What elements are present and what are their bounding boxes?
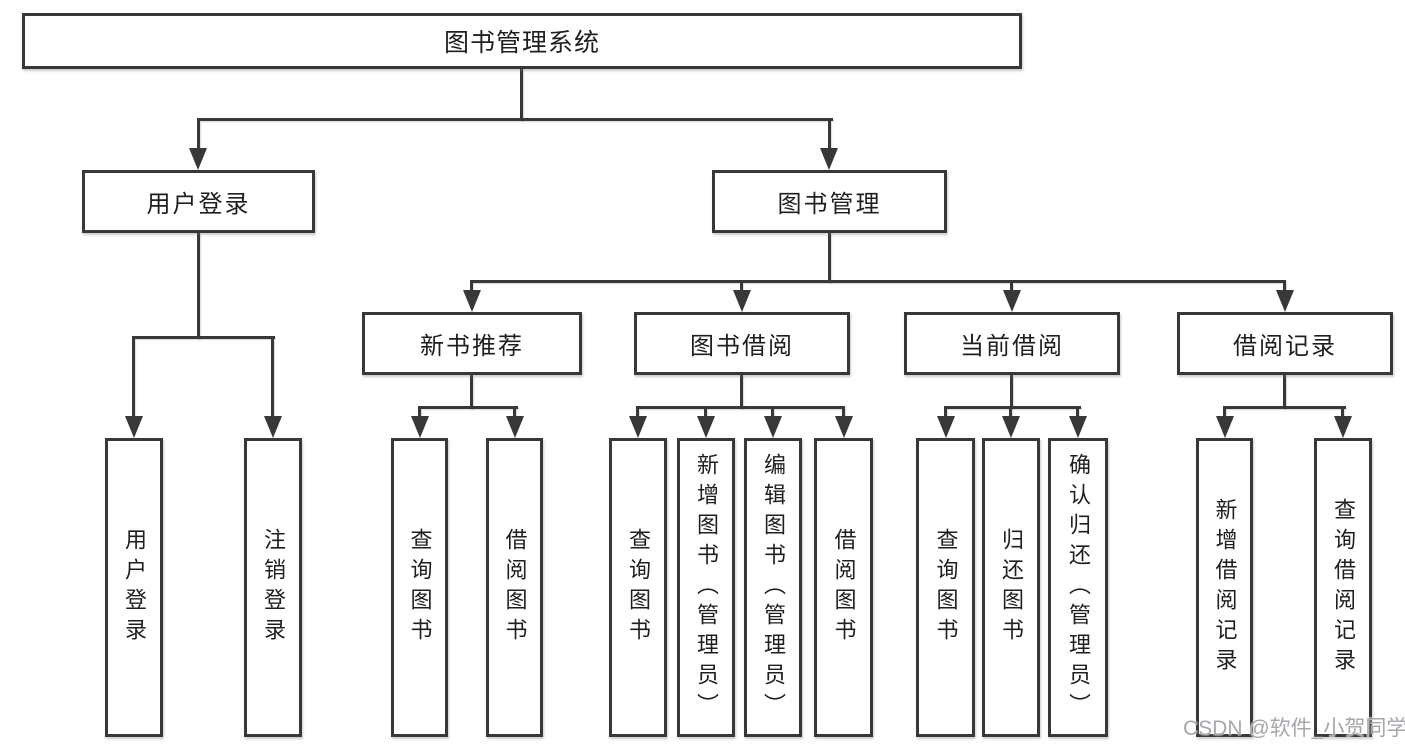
node-label: 图书管理 [777, 191, 882, 218]
node-label: 编辑图书（管理员） [761, 452, 786, 723]
arrow-down-icon [125, 416, 143, 438]
connector-root-stem [520, 69, 523, 121]
leaf-edit-books-admin: 编辑图书（管理员） [744, 438, 802, 737]
arrow-down-icon [463, 290, 481, 312]
connector-user-login-drop [197, 121, 200, 151]
connector-leaf-drop [1009, 409, 1012, 418]
leaf-user-login: 用户登录 [105, 438, 163, 737]
node-label: 借阅图书 [831, 527, 857, 648]
connector-user-login-branch [132, 336, 275, 339]
connector-leaf-drop [132, 339, 135, 418]
connector-new-book-branch [418, 406, 518, 409]
leaf-add-borrow-record: 新增借阅记录 [1196, 438, 1253, 737]
node-label: 查询图书 [407, 527, 433, 648]
node-label: 图书管理系统 [443, 29, 600, 57]
node-label: 借阅图书 [502, 527, 528, 648]
node-label: 查询借阅记录 [1331, 497, 1356, 678]
connector-leaf-drop [944, 409, 947, 418]
node-book-management-system: 图书管理系统 [22, 13, 1022, 69]
node-label: 借阅记录 [1233, 333, 1337, 360]
connector-leaf-drop [271, 339, 274, 418]
arrow-down-icon [1276, 290, 1294, 312]
connector-leaf-drop [704, 409, 707, 418]
leaf-query-books-recommend: 查询图书 [391, 438, 448, 737]
connector-leaf-drop [1223, 409, 1226, 418]
connector-new-book-stem [470, 375, 473, 409]
leaf-borrow-books: 借阅图书 [814, 438, 873, 737]
connector-leaf-drop [771, 409, 774, 418]
arrow-down-icon [629, 416, 647, 438]
connector-leaf-drop [1341, 409, 1344, 418]
connector-leaf-drop [1076, 409, 1079, 418]
arrow-down-icon [820, 148, 838, 170]
connector-current-borrow-branch [944, 406, 1081, 409]
leaf-query-borrow-record: 查询借阅记录 [1314, 438, 1372, 737]
connector-book-mgmt-branch [470, 280, 1286, 283]
leaf-borrow-books-recommend: 借阅图书 [486, 438, 543, 737]
node-label: 当前借阅 [960, 333, 1064, 360]
node-book-borrowing: 图书借阅 [634, 312, 850, 375]
node-label: 新增图书（管理员） [694, 452, 719, 723]
connector-leaf-drop [636, 409, 639, 418]
connector-book-mgmt-stem [828, 233, 831, 283]
arrow-down-icon [1003, 290, 1021, 312]
connector-book-borrow-stem [740, 375, 743, 409]
connector-leaf-drop [842, 409, 845, 418]
leaf-query-books-borrow: 查询图书 [609, 438, 667, 737]
connector-borrow-record-stem [1283, 375, 1286, 409]
arrow-down-icon [1002, 416, 1020, 438]
arrow-down-icon [835, 416, 853, 438]
node-label: 查询图书 [933, 527, 959, 648]
arrow-down-icon [506, 416, 524, 438]
node-label: 归还图书 [999, 527, 1024, 648]
node-label: 新书推荐 [420, 333, 524, 360]
node-label: 查询图书 [626, 527, 651, 648]
connector-l3-drop [1283, 283, 1286, 293]
node-label: 注销登录 [261, 527, 286, 648]
arrow-down-icon [764, 416, 782, 438]
connector-book-borrow-branch [636, 406, 845, 409]
arrow-down-icon [189, 148, 207, 170]
arrow-down-icon [1069, 416, 1087, 438]
node-book-management: 图书管理 [712, 170, 947, 233]
connector-book-mgmt-drop [828, 121, 831, 151]
connector-root-branch [197, 118, 833, 121]
node-user-login: 用户登录 [82, 170, 315, 233]
connector-borrow-record-branch [1223, 406, 1346, 409]
node-label: 用户登录 [146, 191, 251, 218]
arrow-down-icon [1216, 416, 1234, 438]
arrow-down-icon [697, 416, 715, 438]
connector-l3-drop [470, 283, 473, 293]
connector-leaf-drop [513, 409, 516, 418]
connector-l3-drop [1010, 283, 1013, 293]
csdn-watermark: CSDN @软件_小贺同学 [1183, 717, 1405, 740]
leaf-logout: 注销登录 [244, 438, 302, 737]
connector-user-login-stem [197, 233, 200, 339]
node-new-book-recommendation: 新书推荐 [362, 312, 582, 375]
leaf-confirm-return-admin: 确认归还（管理员） [1048, 438, 1108, 737]
connector-current-borrow-stem [1010, 375, 1013, 409]
node-current-borrowing: 当前借阅 [904, 312, 1120, 375]
connector-l3-drop [740, 283, 743, 293]
arrow-down-icon [264, 416, 282, 438]
node-label: 用户登录 [122, 527, 147, 648]
arrow-down-icon [937, 416, 955, 438]
leaf-query-books-current: 查询图书 [916, 438, 975, 737]
node-borrowing-records: 借阅记录 [1177, 312, 1393, 375]
leaf-return-books: 归还图书 [982, 438, 1040, 737]
connector-leaf-drop [418, 409, 421, 418]
node-label: 确认归还（管理员） [1066, 452, 1091, 723]
arrow-down-icon [411, 416, 429, 438]
arrow-down-icon [733, 290, 751, 312]
arrow-down-icon [1334, 416, 1352, 438]
leaf-add-books-admin: 新增图书（管理员） [677, 438, 735, 737]
node-label: 新增借阅记录 [1212, 497, 1238, 678]
node-label: 图书借阅 [690, 333, 794, 360]
